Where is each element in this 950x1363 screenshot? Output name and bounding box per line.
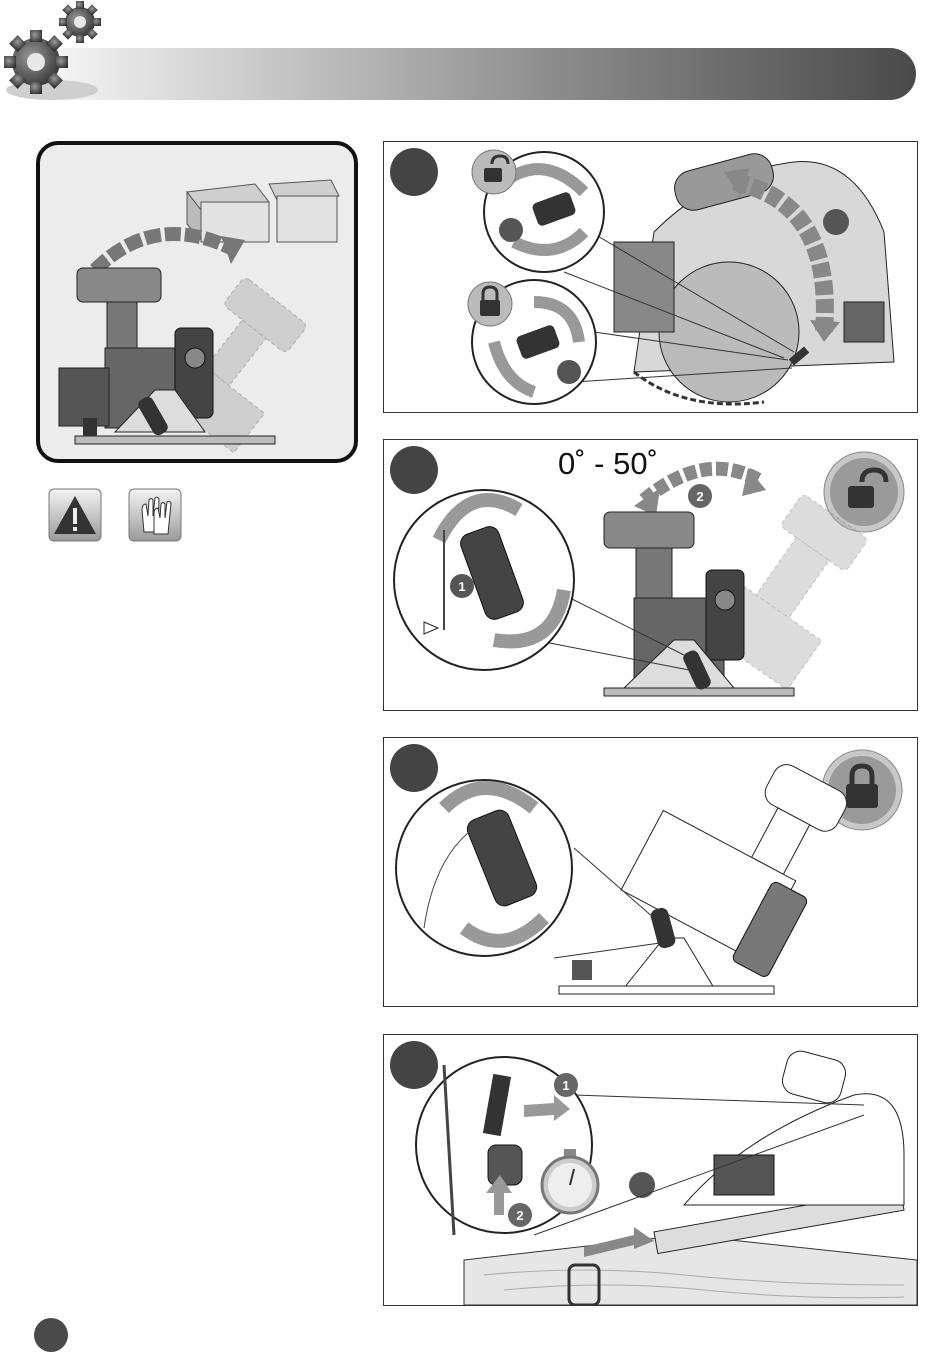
zoom-bevel-lever: 1	[394, 490, 574, 670]
step-4-callout-2-label: 2	[516, 1208, 523, 1223]
step-2-callout-2-label: 2	[696, 489, 703, 504]
gloves-icon	[128, 488, 182, 542]
step-2-panel: 0˚ - 50˚ 2	[383, 439, 918, 711]
overview-illustration	[35, 140, 359, 464]
unlock-icon	[472, 150, 516, 194]
zoom-bevel-lever	[396, 780, 572, 956]
page-marker	[34, 1318, 68, 1352]
step-4-callout-1-label: 1	[562, 1078, 569, 1093]
step-1-callout-1	[823, 209, 849, 235]
step-2-callout-1-label: 1	[458, 579, 465, 594]
gear-icon	[4, 30, 68, 94]
step-4-panel: 1 2	[383, 1034, 918, 1306]
small-gear-icon	[59, 1, 101, 43]
warning-icon	[48, 488, 102, 542]
lock-icon	[468, 282, 512, 326]
step-1-panel	[383, 141, 918, 413]
header-bar	[0, 0, 950, 110]
step-3-panel	[383, 737, 918, 1007]
